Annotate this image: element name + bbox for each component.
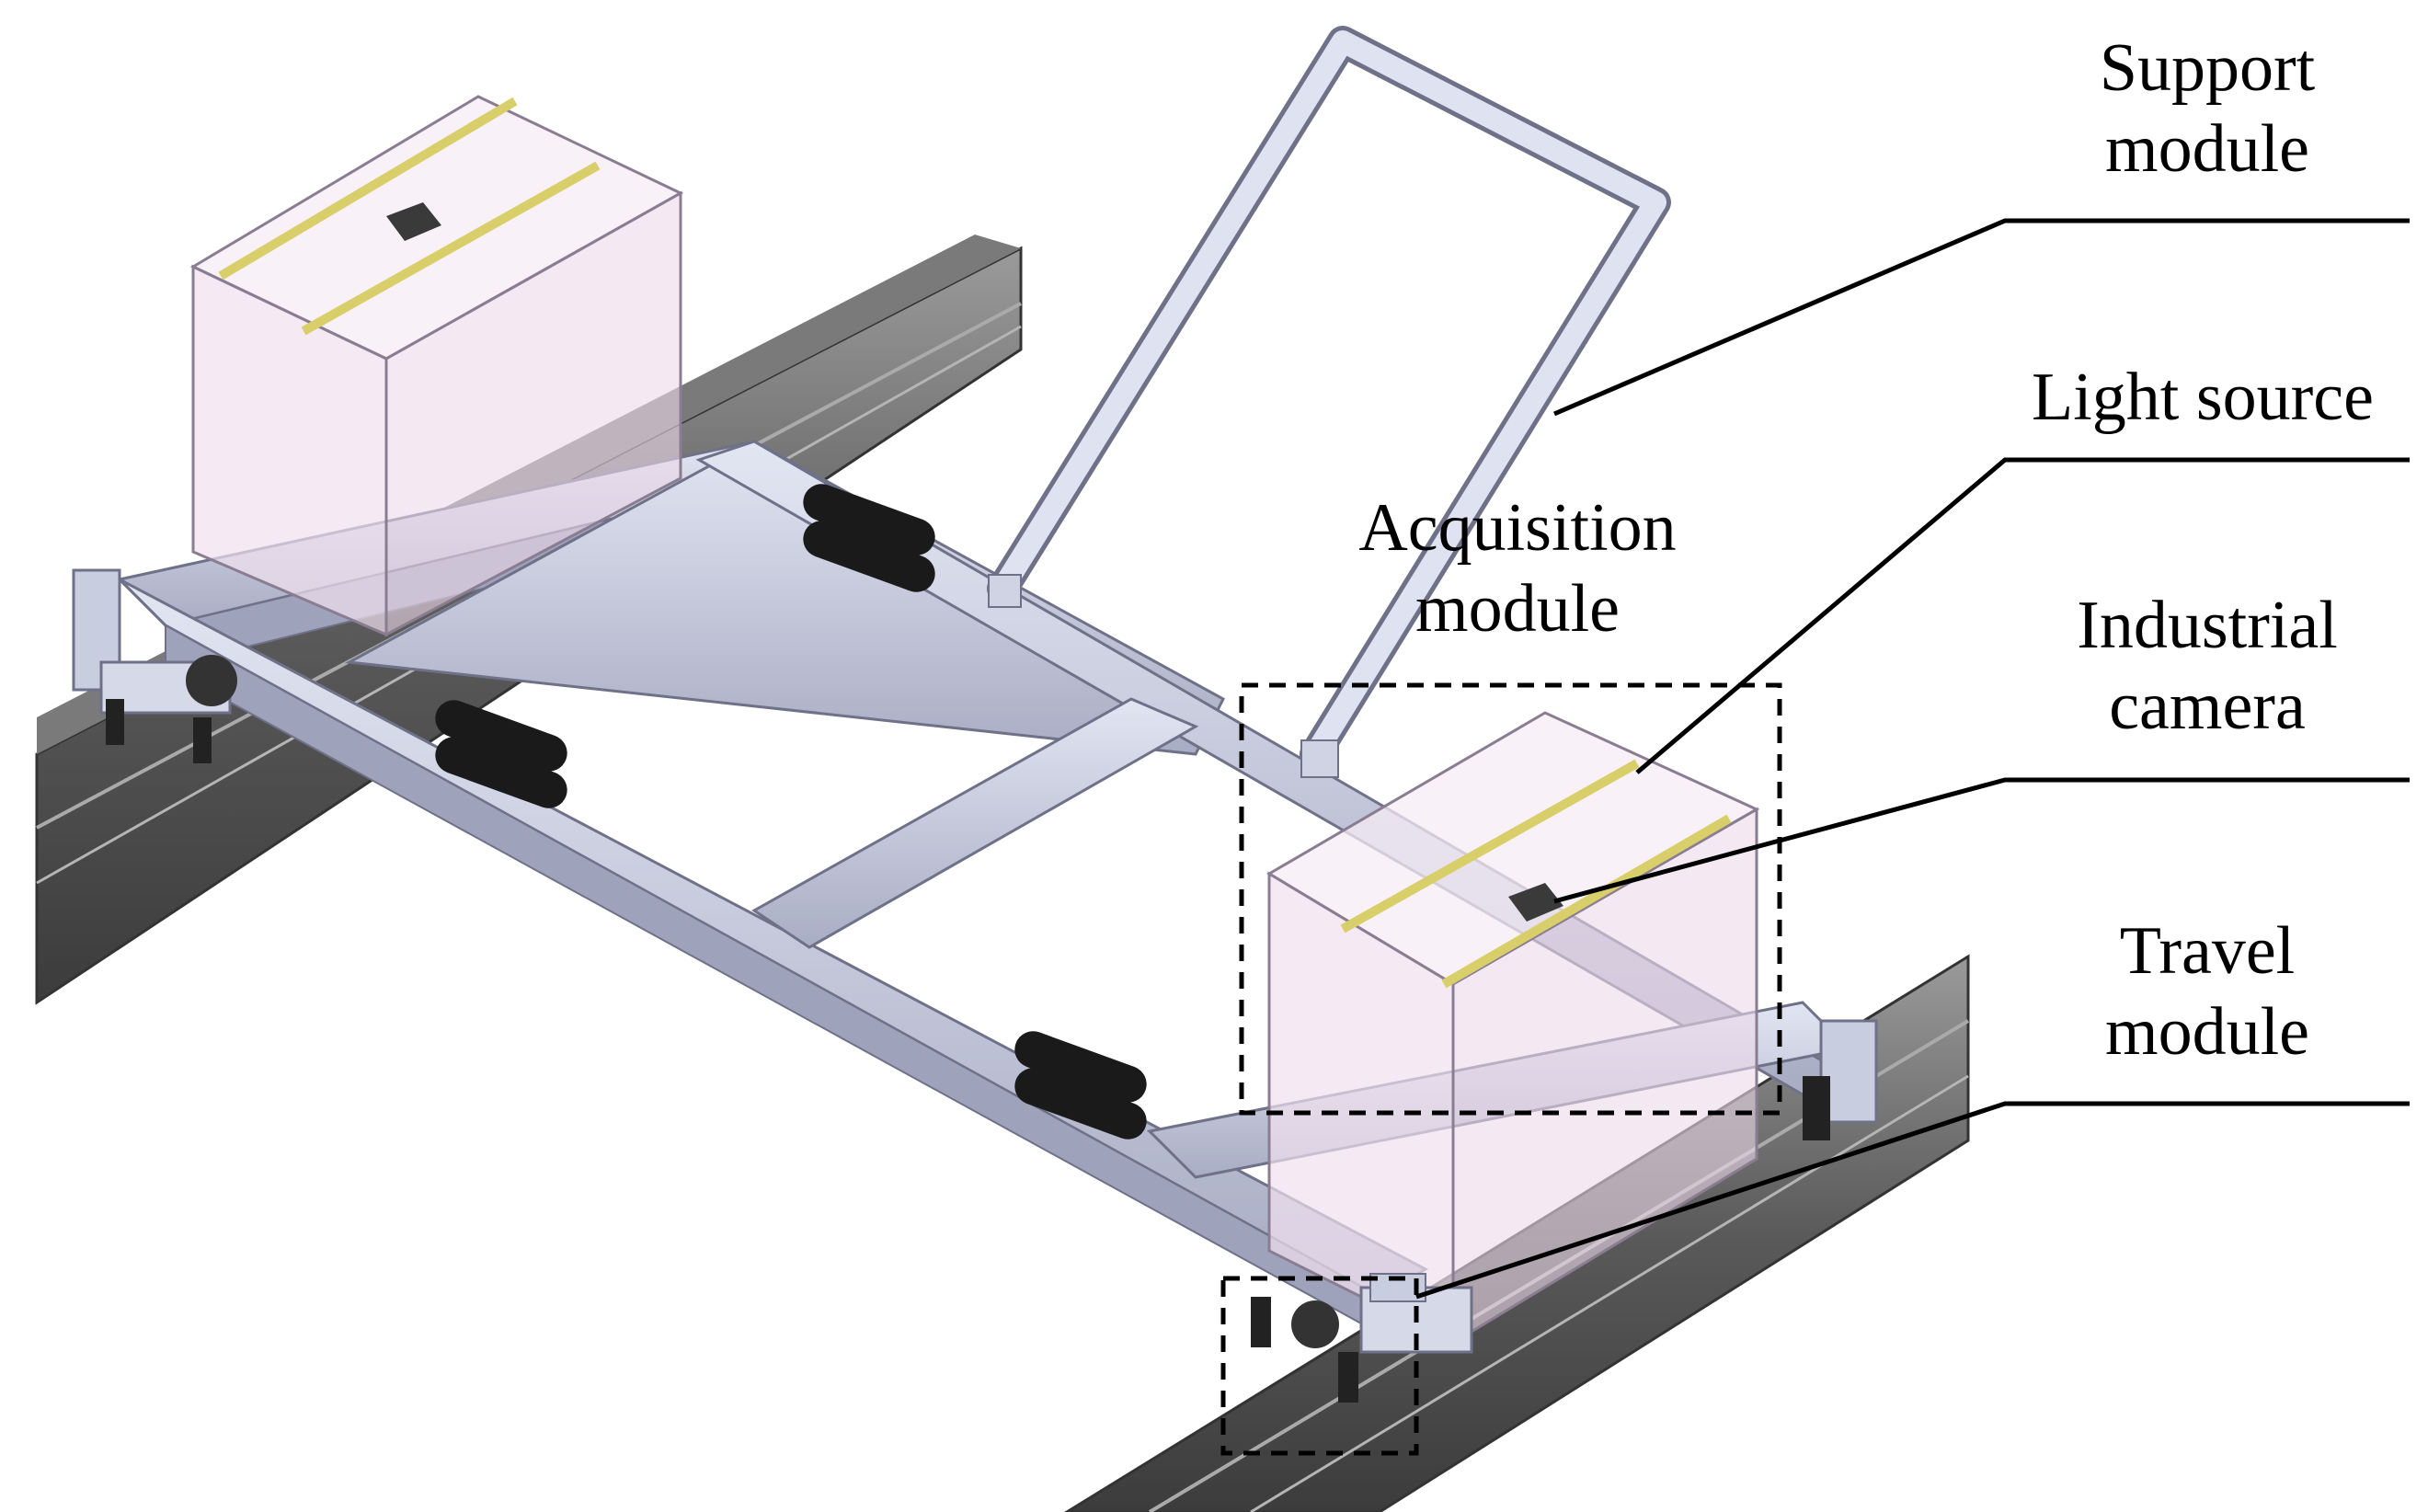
- margin-strip: [1968, 0, 2428, 1512]
- light-bar-icon: [301, 161, 601, 336]
- camera-icon: [386, 202, 441, 241]
- leader-light-source: [1635, 457, 2410, 774]
- leader-support: [1553, 218, 2410, 417]
- label-industrial-camera: Industrial camera: [2077, 588, 2338, 744]
- acquisition-dashed-box: [1239, 682, 1782, 1116]
- label-light-source: Light source: [2032, 360, 2374, 435]
- label-support-module: Support module: [2099, 30, 2316, 187]
- enclosure-box-left-icon: [189, 95, 684, 637]
- label-acquisition-module: Acquisition module: [1358, 490, 1677, 647]
- leader-camera: [1553, 777, 2410, 904]
- light-bar-icon: [1340, 759, 1640, 934]
- enclosure-box-right-icon: [1266, 711, 1760, 1346]
- travel-dashed-box: [1220, 1276, 1419, 1456]
- handle-icon: [987, 26, 1671, 778]
- leader-travel: [1415, 1101, 2410, 1300]
- slot-pads: [435, 484, 1147, 1140]
- leader-lines: [1415, 218, 2410, 1300]
- camera-icon: [1508, 883, 1563, 922]
- light-bar-icon: [1441, 814, 1732, 989]
- label-travel-module: Travel module: [2105, 913, 2309, 1070]
- wheel-bracket-left-icon: [72, 568, 237, 763]
- light-bar-icon: [218, 97, 518, 281]
